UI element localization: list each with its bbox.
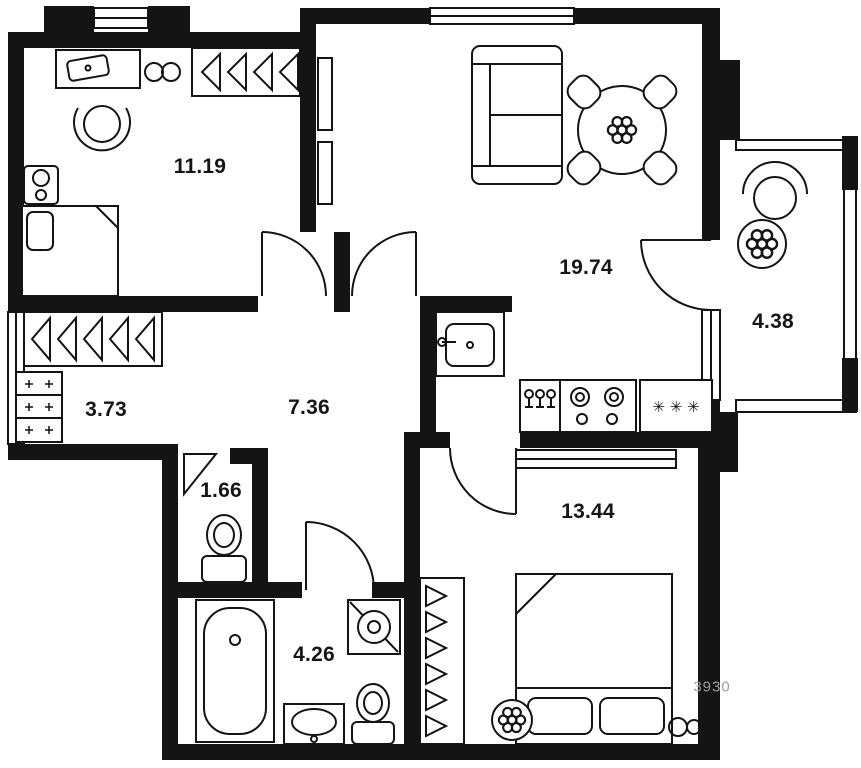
wall-right-lower: [698, 400, 720, 744]
wall-stub: [44, 6, 94, 32]
rings-icon: [144, 62, 181, 82]
wall-door-post: [334, 232, 350, 312]
windows: [7, 7, 857, 445]
snowflake-symbols: ✳ ✳ ✳: [652, 398, 699, 416]
desk-icon: [55, 49, 141, 89]
door-bathroom: [305, 521, 375, 591]
wall-wc-right: [252, 448, 268, 598]
dining-chair-icon: [642, 150, 678, 186]
room-area-bathroom: 4.26: [293, 643, 335, 666]
armchair-icon: [742, 161, 808, 220]
wall-top-bedroom: [8, 32, 310, 48]
washing-machine-icon: [347, 599, 401, 655]
double-bed-icon: [515, 573, 673, 745]
wall-bottom: [162, 744, 720, 760]
window-living: [429, 7, 575, 25]
bathtub-icon: [195, 599, 275, 743]
room-area-bedroom-2: 13.44: [561, 500, 615, 523]
toilet-icon: [201, 514, 247, 583]
kitchen-sink-icon: [435, 311, 505, 377]
bed-icon: [21, 205, 119, 297]
door-wc-folding: [183, 453, 219, 497]
bathroom-sink-icon: [283, 703, 345, 745]
wall-bedroom2-top-a: [404, 432, 450, 448]
wall-bedroom2-top-b: [520, 432, 716, 448]
wall-bathroom-top-a: [162, 582, 302, 598]
sofa-icon: [471, 45, 563, 185]
wall-closet-bottom: [8, 444, 178, 460]
balcony-glazing: [735, 139, 857, 413]
dining-chair-icon: [642, 74, 678, 110]
balcony-wall-stubs: [842, 136, 858, 412]
toilet-2-icon: [351, 683, 395, 745]
watermark-text: 3930: [693, 678, 731, 696]
room-area-balcony: 4.38: [752, 310, 794, 333]
wall-hallway-top-b: [420, 296, 512, 312]
wall-stub: [148, 6, 190, 32]
tv-stand-icon: [317, 57, 333, 205]
door-bedroom-2: [449, 447, 517, 515]
wall-bedroom2-left: [404, 448, 420, 744]
wall-left-upper: [8, 32, 24, 300]
dining-chair-icon: [566, 150, 602, 186]
room-area-bedroom: 11.19: [173, 155, 227, 178]
closet-shelf-icon: [15, 371, 63, 443]
wall-bathroom-top-b: [372, 582, 404, 598]
plant-2-icon: [491, 699, 533, 741]
wall-kitchen: [420, 312, 436, 448]
dining-chair-icon: [566, 74, 602, 110]
stove-icon: [559, 379, 637, 433]
wall-top-living-a: [316, 8, 430, 24]
wall-divider-bedroom-living: [300, 8, 316, 232]
rings-2-icon: [668, 717, 702, 737]
room-area-closet: 3.73: [85, 398, 127, 421]
room-area-hallway: 7.36: [288, 396, 330, 419]
wall-top-living-b: [574, 8, 704, 24]
built-in-closet-icon: [515, 449, 677, 469]
office-chair-icon: [73, 105, 131, 152]
door-bedroom: [261, 231, 327, 297]
plant-icon: [737, 219, 787, 269]
room-area-wc: 1.66: [200, 479, 242, 502]
doors: [183, 231, 712, 591]
door-balcony: [640, 239, 712, 311]
wardrobe-2-icon: [419, 577, 465, 745]
wall-hallway-top-a: [8, 296, 258, 312]
window-bedroom: [93, 7, 149, 29]
freezer-icon: ✳ ✳ ✳: [639, 379, 713, 433]
wall-pier-top: [702, 60, 740, 140]
closet-hangers-icon: [23, 311, 163, 367]
furniture: ✳ ✳ ✳: [15, 45, 808, 745]
dishwasher-icon: [519, 379, 561, 433]
wardrobe-icon: [191, 47, 301, 97]
walls: [8, 6, 740, 760]
dining-table-icon: [577, 85, 667, 175]
door-living: [351, 231, 417, 297]
nightstand-icon: [23, 165, 59, 205]
room-area-living-kitchen: 19.74: [559, 256, 613, 279]
